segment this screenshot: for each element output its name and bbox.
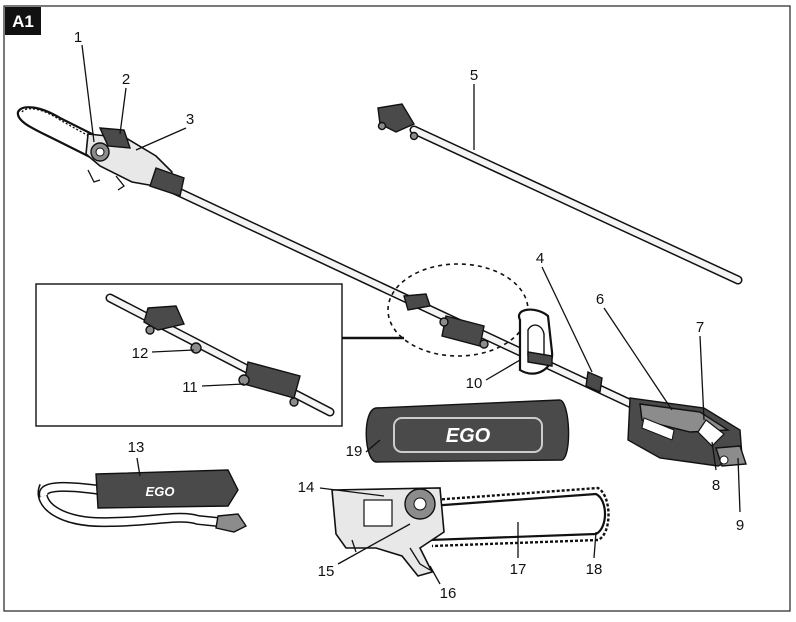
- inset-lock-knob-11: [238, 374, 250, 386]
- upper-coupler: [149, 167, 185, 197]
- figure-tag: A1: [5, 7, 41, 35]
- hook: [409, 547, 431, 571]
- extension-pole: [377, 103, 743, 285]
- callout-8: 8: [712, 477, 720, 494]
- callout-6: 6: [596, 291, 604, 308]
- callout-4: 4: [536, 250, 544, 267]
- saw-chain: [431, 486, 610, 548]
- power-head-logo-plate: [641, 417, 675, 441]
- callout-10: 10: [466, 375, 483, 392]
- callout-17: 17: [510, 561, 527, 578]
- callout-11: 11: [182, 379, 198, 396]
- callout-labels: 1 2 3 4 5 6 7 8 9 10 11 12 13 14 15 16 1…: [74, 29, 744, 602]
- coupler-clamp-upper: [403, 293, 431, 311]
- figure-tag-label: A1: [12, 12, 34, 31]
- strap-pad: [95, 469, 239, 509]
- callout-2: 2: [122, 71, 130, 88]
- callout-5: 5: [470, 67, 478, 84]
- callout-19: 19: [346, 443, 363, 460]
- outer-border: [3, 5, 791, 612]
- strap-logo: EGO: [146, 484, 175, 499]
- callout-18: 18: [586, 561, 603, 578]
- callout-15: 15: [318, 563, 335, 580]
- shoulder-strap: EGO: [37, 469, 248, 533]
- callout-12: 12: [132, 345, 149, 362]
- sprocket-cover-top: [98, 127, 132, 149]
- sprocket-window: [363, 499, 393, 527]
- callout-1: 1: [74, 29, 82, 46]
- callout-14: 14: [298, 479, 315, 496]
- strap-hook: [215, 513, 248, 533]
- rear-handle-trigger: [715, 445, 747, 467]
- callout-16: 16: [440, 585, 457, 602]
- top-chain: [21, 108, 97, 141]
- callout-9: 9: [736, 517, 744, 534]
- callout-13: 13: [128, 439, 145, 456]
- extension-coupler: [377, 103, 416, 133]
- shaft-lock: [585, 370, 603, 394]
- leader-lines: [81, 44, 741, 585]
- scabbard-logo: EGO: [446, 425, 491, 447]
- callout-3: 3: [186, 111, 194, 128]
- callout-7: 7: [696, 319, 704, 336]
- bar-and-chain: [331, 486, 610, 577]
- inset-clamp-upper: [143, 305, 185, 331]
- scabbard-body: [365, 399, 570, 463]
- front-handle-clamp: [527, 351, 553, 367]
- coupling-inset: [35, 283, 404, 427]
- inset-lock-knob-12: [190, 342, 202, 354]
- scabbard: EGO: [365, 399, 570, 463]
